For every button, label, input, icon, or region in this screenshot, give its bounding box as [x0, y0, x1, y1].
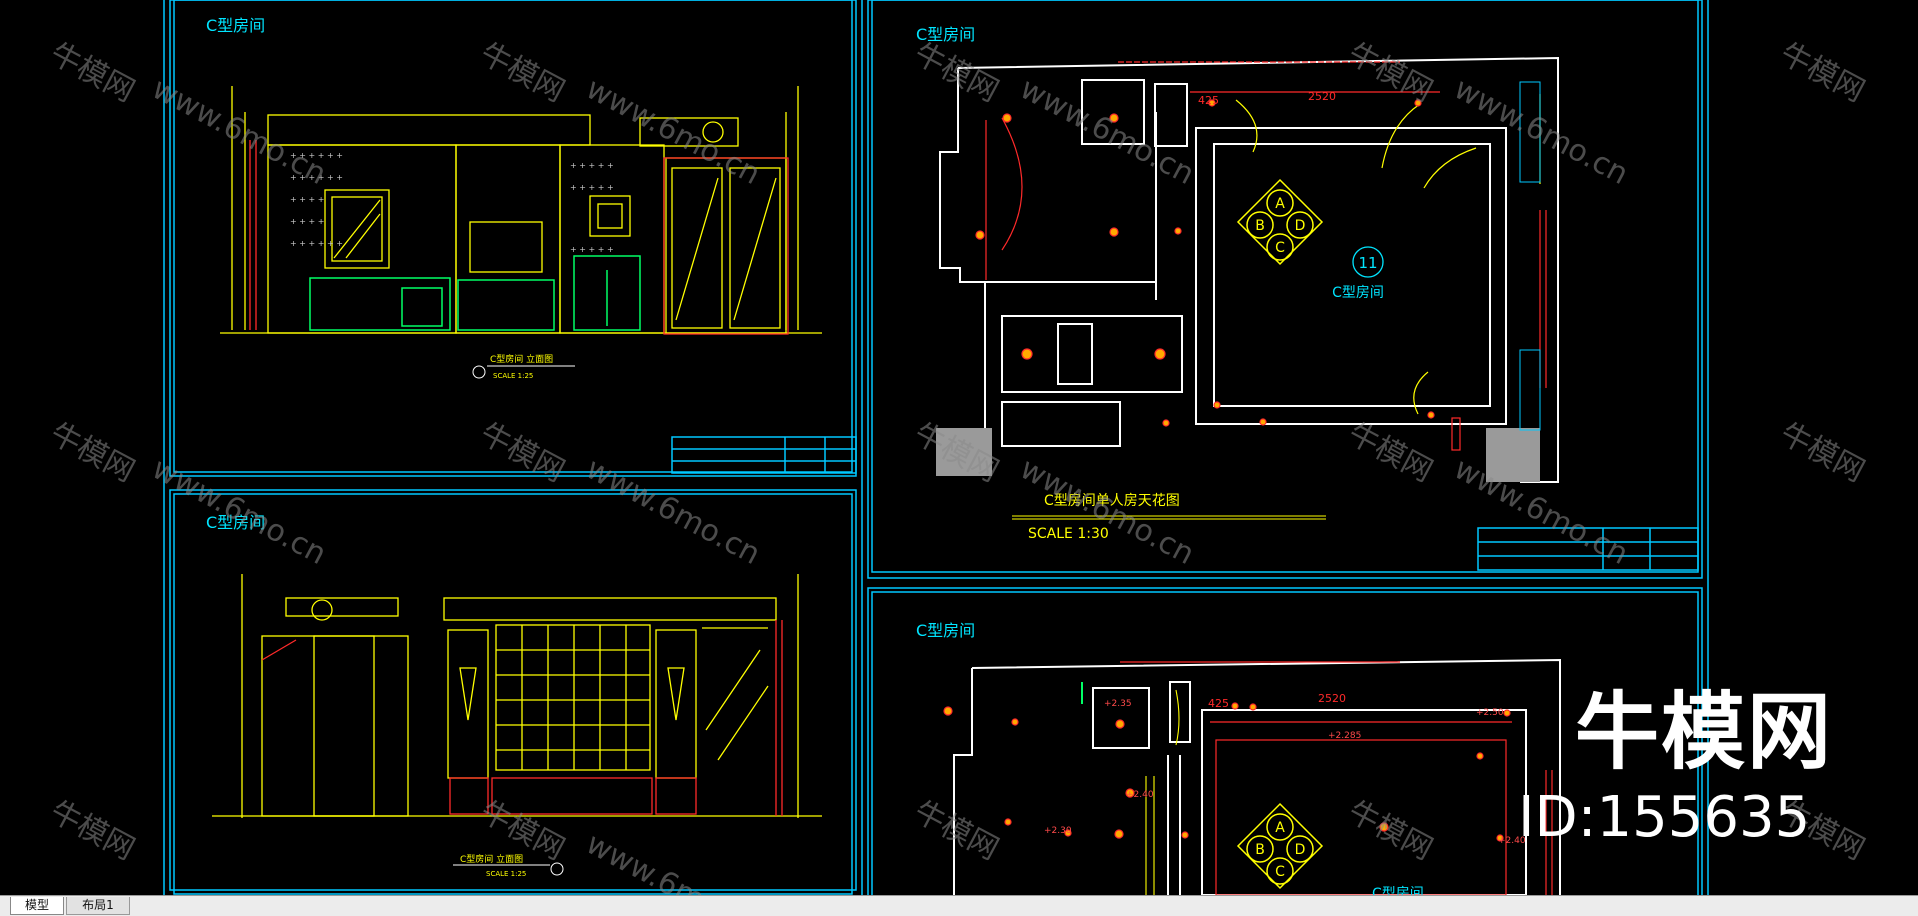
- watermark-id: ID:155635: [1518, 785, 1811, 850]
- watermark-brand: 牛模网: [908, 36, 1004, 109]
- dimension: 2520: [1318, 692, 1346, 705]
- watermark-brand: 牛模网: [44, 794, 140, 867]
- svg-text:+ + + + +: + + + + +: [570, 183, 614, 192]
- cad-drawing-canvas[interactable]: C型房间: [0, 0, 1918, 895]
- svg-text:+ + + + +: + + + + +: [570, 245, 614, 254]
- compass-c: C: [1275, 240, 1285, 256]
- watermark-site: www.6mo.cn: [580, 451, 766, 572]
- level-label: +2.50: [1476, 708, 1504, 718]
- level-label: +2.40: [1126, 790, 1154, 800]
- watermark-brand: 牛模网: [44, 416, 140, 489]
- level-label: +2.285: [1328, 731, 1361, 741]
- panel-caption: C型房间 立面图: [490, 353, 553, 365]
- compass-a: A: [1275, 820, 1285, 836]
- watermark-site: www.6mo.cn: [1448, 71, 1634, 192]
- level-label: +2.40: [1498, 836, 1526, 846]
- panel-title: C型房间: [206, 513, 265, 532]
- watermark-brand: 牛模网: [908, 794, 1004, 867]
- panel-caption: C型房间单人房天花图: [1044, 493, 1180, 509]
- watermark-brand: 牛模网: [908, 416, 1004, 489]
- watermark-brand: 牛模网: [474, 36, 570, 109]
- sheet-frames: [163, 0, 1709, 895]
- room-label: C型房间: [1332, 285, 1384, 301]
- dimension: 2520: [1308, 90, 1336, 103]
- compass-c: C: [1275, 864, 1285, 880]
- compass-d: D: [1295, 218, 1306, 234]
- watermark-brand: 牛模网: [474, 416, 570, 489]
- panel-title: C型房间: [916, 25, 975, 44]
- watermark-brand: 牛模网: [1342, 794, 1438, 867]
- tab-model[interactable]: 模型: [10, 897, 64, 915]
- panel-scale: SCALE 1:30: [1028, 526, 1109, 542]
- room-number: 11: [1358, 254, 1377, 272]
- dimension: 425: [1198, 94, 1219, 107]
- compass-d: D: [1295, 842, 1306, 858]
- watermark-site: www.6mo.cn: [1448, 451, 1634, 572]
- panel-caption: C型房间 立面图: [460, 853, 523, 865]
- watermark-site: www.6mo.cn: [1014, 71, 1200, 192]
- elevation-panel-top: C型房间: [206, 16, 822, 380]
- ceiling-plan-panel: C型房间: [916, 25, 1559, 542]
- compass-a: A: [1275, 196, 1285, 212]
- watermark-brand: 牛模网: [1774, 36, 1870, 109]
- svg-text:+ + + + +: + + + + +: [570, 161, 614, 170]
- brand-watermark-logo: 牛模网: [1575, 683, 1834, 781]
- panel-scale: SCALE 1:25: [493, 372, 533, 380]
- layout-tab-bar: 模型 布局1: [0, 895, 1918, 916]
- panel-title: C型房间: [206, 16, 265, 35]
- dimension: 425: [1208, 697, 1229, 710]
- watermark-site: www.6mo.cn: [580, 826, 766, 895]
- level-label: +2.35: [1104, 699, 1132, 709]
- svg-text:+ + + + + +: + + + + + +: [290, 239, 343, 248]
- compass-b: B: [1255, 842, 1265, 858]
- watermark-brand: 牛模网: [1342, 416, 1438, 489]
- tab-layout1[interactable]: 布局1: [66, 897, 130, 915]
- svg-text:+ + + + + +: + + + + + +: [290, 151, 343, 160]
- watermark-site: www.6mo.cn: [1014, 451, 1200, 572]
- panel-scale: SCALE 1:25: [486, 870, 526, 878]
- watermark-brand: 牛模网: [1774, 416, 1870, 489]
- svg-text:+ + + +: + + + +: [290, 195, 324, 204]
- svg-text:+ + + + + +: + + + + + +: [290, 173, 343, 182]
- compass-b: B: [1255, 218, 1265, 234]
- svg-text:+ + + +: + + + +: [290, 217, 324, 226]
- panel-title: C型房间: [916, 621, 975, 640]
- room-label: C型房间: [1372, 886, 1424, 895]
- watermark-brand: 牛模网: [1342, 36, 1438, 109]
- lighting-plan-panel: C型房间: [916, 621, 1561, 895]
- watermark-brand: 牛模网: [44, 36, 140, 109]
- level-label: +2.30: [1044, 826, 1072, 836]
- elevation-panel-bottom: C型房间: [206, 513, 822, 878]
